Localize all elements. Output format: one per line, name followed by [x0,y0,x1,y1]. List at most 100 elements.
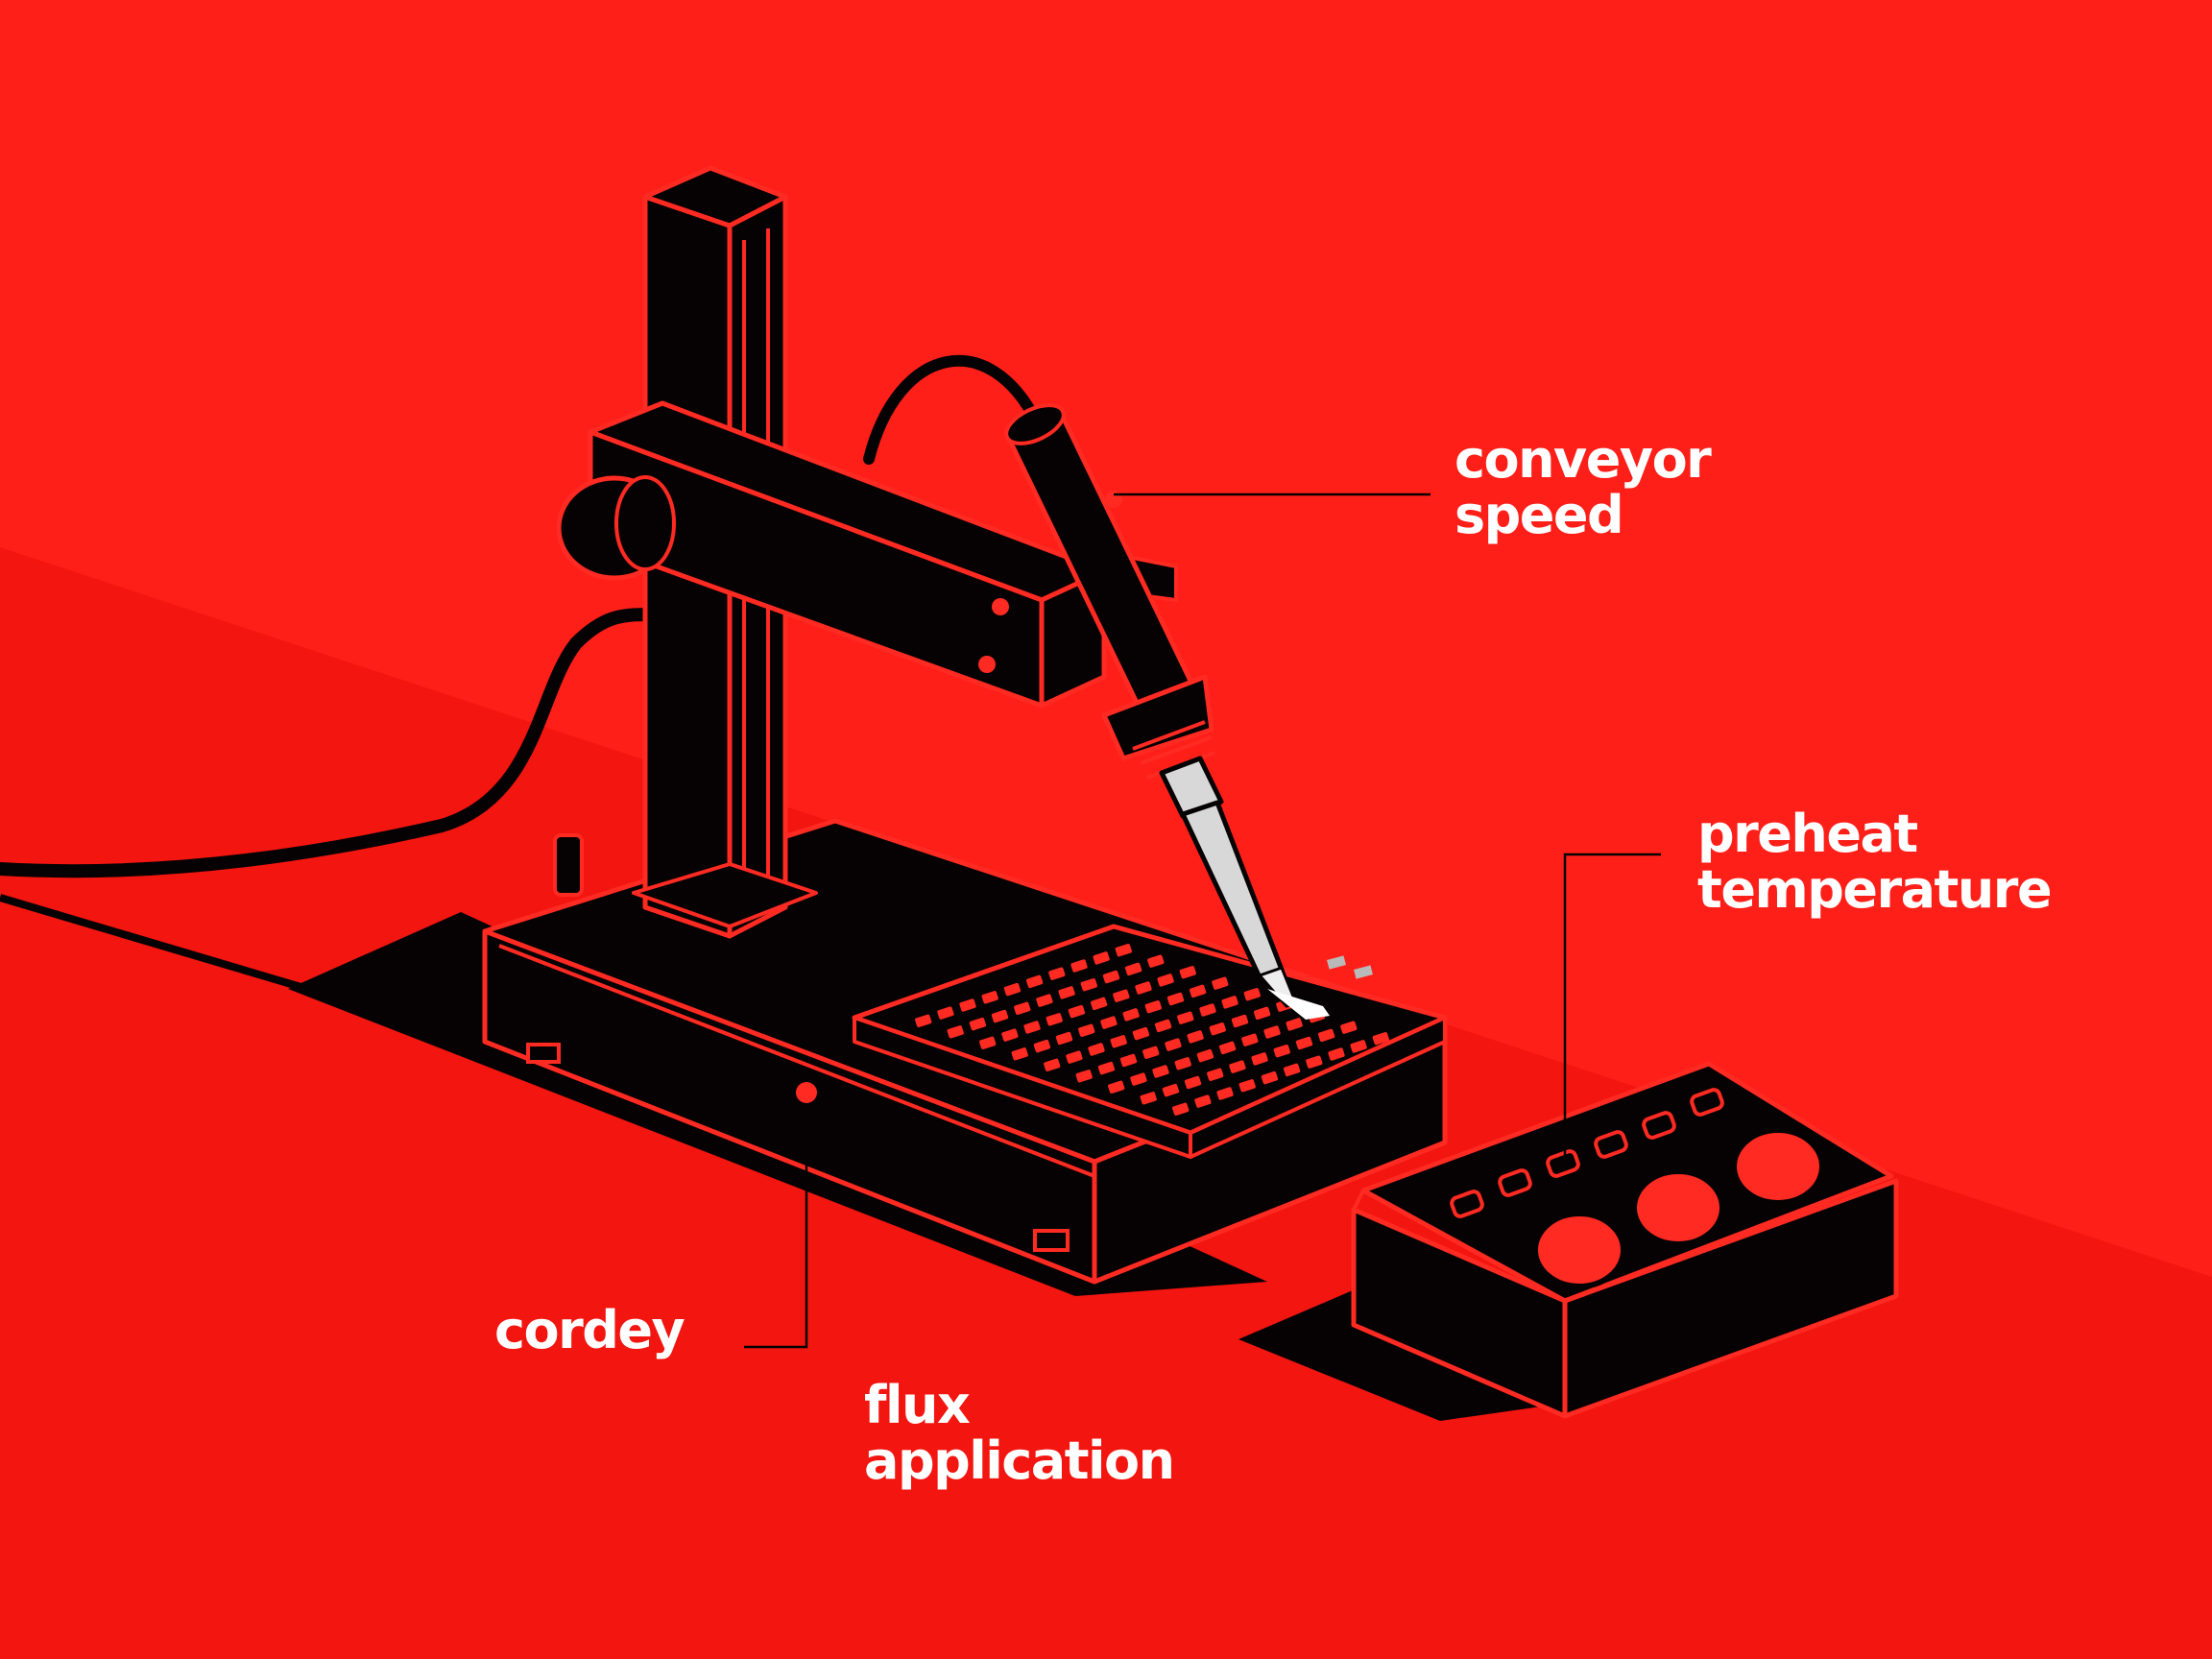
iron-grip-collar [1101,674,1214,761]
control-dial-3 [1731,1127,1825,1206]
tray-hole [1100,1016,1118,1029]
callout-cordey-line1: cordey [494,1300,685,1360]
control-button [1450,1190,1484,1218]
tray-hole [1102,970,1120,984]
floor-line [0,894,309,993]
tray-hole [1152,1065,1169,1078]
callout-preheat-temperature: preheat temperature [1697,804,2053,920]
tray-hole [1025,974,1044,989]
tray-hole [1014,1001,1031,1016]
control-dial-1 [1532,1211,1626,1289]
tray-hole [1241,1033,1259,1046]
control-button [1594,1130,1628,1159]
callout-conveyor-speed-line2: speed [1455,485,1624,545]
tray-hole [1090,997,1108,1011]
base-knob [553,833,584,897]
tray-hole [1184,1075,1202,1090]
iron-grip-ring-1 [1132,720,1206,751]
tray-hole [1132,1026,1150,1041]
tray-hole [1140,1092,1157,1105]
tray-hole [1166,992,1185,1006]
tray-hole [1261,1070,1279,1085]
tray-hole [1080,977,1097,992]
adjustment-knob-face [614,475,676,571]
tray-hole [1110,1035,1127,1048]
flux-indicator-dot [796,1082,817,1103]
tray-hole [937,1006,954,1020]
base-slot-left [526,1043,561,1064]
tray-hole [1078,1023,1095,1038]
tray-hole [1066,1050,1083,1064]
callout-flux-application: flux application [864,1375,1175,1491]
tray-hole [1194,1094,1212,1108]
callout-flux-application-line1: flux [864,1375,971,1435]
pcb-component-2 [1354,965,1373,979]
power-cable [0,608,660,878]
tray-hole [1253,1006,1271,1021]
tray-hole [1093,951,1110,965]
tray-hole [1212,976,1229,990]
control-button [1642,1111,1676,1140]
tray-hole [1174,1057,1191,1070]
control-dial-2 [1631,1168,1725,1247]
tray-hole [1317,1028,1335,1043]
tray-hole [1115,943,1132,957]
tray-hole [1295,1036,1313,1050]
tray-hole [1199,1003,1216,1017]
tray-hole [1340,1021,1358,1034]
base-slot-right [1033,1229,1070,1252]
tray-hole [1144,999,1162,1014]
iron-ferrule [1159,756,1224,819]
tray-hole [1251,1052,1268,1066]
tray-hole [1108,1080,1125,1094]
tray-hole [1328,1047,1345,1061]
tray-hole [1033,1039,1051,1053]
tray-hole [1130,1072,1147,1086]
control-box-top [1360,1061,1894,1304]
conveyor-speed-anchor-dot [1105,491,1122,508]
tray-hole [969,1017,987,1031]
tray-hole [1179,965,1196,979]
base-edge-line [498,944,1095,1178]
control-button [1498,1168,1532,1197]
tray-hole [1273,1044,1290,1058]
callout-cordey: cordey [494,1300,685,1360]
tray-hole [1058,986,1075,999]
tray-hole [1238,1079,1256,1093]
tray-hole [1196,1048,1214,1063]
control-button [1546,1149,1580,1178]
callout-preheat-temperature-line2: temperature [1697,859,2053,920]
tray-hole [1046,1013,1063,1026]
tray-hole [1097,1061,1116,1075]
tray-hole [1157,974,1174,987]
callout-flux-application-line2: application [864,1431,1175,1491]
control-buttons [1450,1088,1724,1218]
tray-hole [1113,989,1130,1002]
tray-hole [1003,982,1022,997]
tray-hole [1075,1070,1093,1083]
tray-hole [1162,1083,1180,1097]
tray-hole [1011,1047,1028,1061]
tray-hole [1147,954,1165,968]
callout-conveyor-speed: conveyor speed [1455,429,1712,545]
pcb-component-1 [1327,955,1346,970]
tray-hole [1207,1068,1224,1082]
control-box-side [1562,1178,1899,1419]
callout-conveyor-speed-line1: conveyor [1455,429,1712,490]
tray-hole [1122,1008,1140,1022]
callout-preheat-temperature-line1: preheat [1697,804,1918,864]
solder-joint-glint [1267,989,1330,1020]
tray-hole [1221,996,1238,1009]
tray-hole [1154,1019,1172,1033]
tray-hole [1088,1043,1105,1056]
tray-hole [1055,1031,1073,1046]
arm-bolt-1 [992,598,1009,615]
iron-handle-cap [1004,403,1066,445]
tray-hole [1142,1046,1160,1060]
tray-hole [991,1009,1009,1023]
control-button [1690,1088,1724,1117]
column-top [642,165,788,228]
tray-hole [1243,987,1261,1001]
